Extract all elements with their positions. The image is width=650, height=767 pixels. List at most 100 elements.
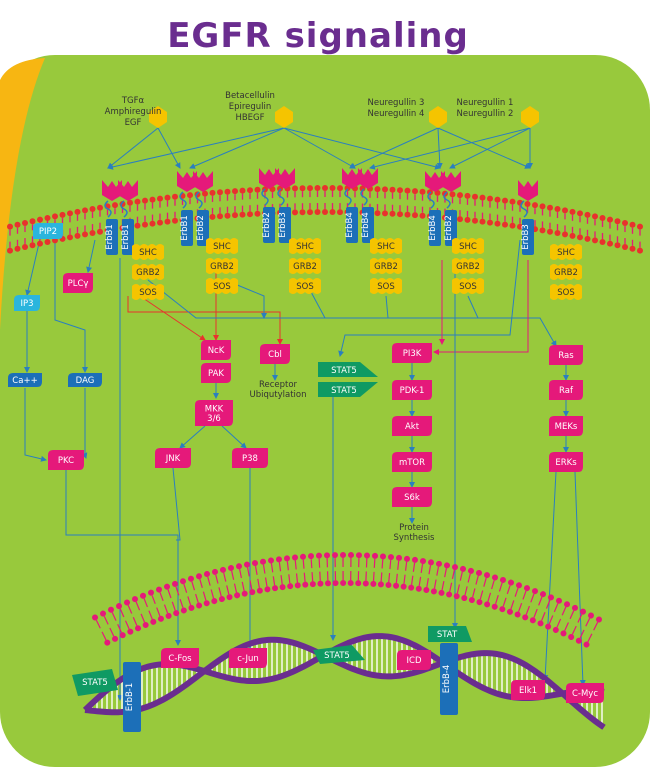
receptor-body — [522, 219, 534, 255]
nuclear-lipid — [124, 599, 142, 632]
nuclear-lipid — [164, 583, 180, 617]
raf-node-label: Raf — [559, 386, 574, 396]
nuclear-lipid — [300, 553, 309, 588]
membrane-head — [547, 228, 553, 235]
nuclear-lipid — [172, 580, 187, 614]
membrane-head — [14, 221, 21, 228]
membrane-head — [637, 247, 643, 254]
icd-node-label: ICD — [407, 656, 422, 666]
membrane-head — [52, 213, 58, 220]
ligand-arrow — [283, 127, 356, 169]
nck-node-label: NcK — [208, 346, 225, 356]
dag-node — [68, 373, 102, 387]
membrane-head — [202, 190, 208, 197]
nuclear-lipid — [188, 575, 203, 609]
adaptor-grb2-label: GRB2 — [293, 262, 317, 272]
membrane-head — [22, 244, 28, 251]
nuclear-lipid — [522, 588, 538, 621]
sos-to-ras — [147, 279, 557, 347]
adaptor-grb2 — [370, 258, 402, 274]
membrane-head — [89, 206, 96, 213]
membrane-head — [217, 189, 223, 196]
membrane-head — [277, 185, 283, 192]
nuclear-lipid — [284, 555, 294, 590]
erbb1-label: ErbB-1 — [125, 683, 135, 712]
membrane-head — [7, 247, 13, 254]
membrane-head — [239, 187, 246, 194]
adaptor-shc-label: SHC — [377, 242, 395, 252]
membrane-head — [584, 235, 591, 242]
dna-strand — [84, 636, 606, 730]
pdk1-node — [392, 380, 432, 400]
membrane-head — [502, 221, 508, 228]
membrane-head — [89, 230, 96, 237]
adaptor-shc-label: SHC — [557, 248, 575, 258]
nuclear-lipid — [276, 556, 286, 591]
receptor-coil — [443, 191, 451, 209]
membrane-head — [502, 197, 508, 204]
ligand-label: Neuregullin 1 — [457, 98, 514, 108]
adaptor-sos — [370, 278, 402, 294]
background-panel — [0, 55, 650, 767]
membrane-head — [299, 185, 306, 192]
raf-node — [549, 380, 583, 400]
nuclear-lipid — [92, 614, 111, 646]
receptor-to-stat5 — [338, 239, 521, 357]
shc-to-nck — [139, 295, 206, 341]
receptor-body — [429, 210, 441, 246]
membrane-head — [599, 214, 606, 221]
membrane-head — [172, 217, 178, 224]
membrane-head — [562, 207, 568, 214]
mkk-to-jnk — [179, 425, 206, 449]
adaptor-grb2-label: GRB2 — [136, 268, 160, 278]
membrane-head — [487, 195, 493, 202]
stat5-left-label: STAT5 — [82, 678, 108, 688]
erbb4-label: ErbB-4 — [442, 665, 452, 694]
ligand-hexagon-3 — [429, 106, 447, 128]
receptor-body — [445, 210, 457, 246]
nuclear-lipid — [385, 554, 394, 589]
stat5-mid-label: STAT5 — [324, 651, 350, 661]
nuclear-lipid — [116, 603, 134, 635]
membrane-head — [224, 212, 231, 219]
ligand-arrow — [349, 127, 439, 169]
membrane-head — [134, 222, 141, 229]
akt-node-label: Akt — [405, 422, 420, 432]
membrane-head — [404, 211, 411, 218]
nuclear-lipid — [156, 586, 172, 619]
adaptor-shc — [206, 238, 238, 254]
membrane-head — [97, 204, 103, 211]
membrane-head — [404, 187, 411, 194]
receptor-label: ErbB2 — [444, 215, 454, 241]
receptor-body — [279, 207, 291, 243]
adaptor-shc — [452, 238, 484, 254]
orange-accent — [0, 58, 45, 330]
membrane-head — [607, 216, 613, 223]
ligand-hexagon-2 — [275, 106, 293, 128]
membrane-head — [217, 213, 223, 220]
ligand-label: TGFα — [121, 96, 145, 106]
membrane-head — [314, 185, 321, 192]
membrane-head — [479, 194, 486, 201]
membrane-head — [142, 197, 148, 204]
nuclear-lipid — [461, 567, 474, 602]
membrane-head — [494, 196, 501, 203]
ligand-arrow — [283, 127, 441, 170]
s6k-node — [392, 487, 432, 507]
membrane-head — [419, 212, 426, 219]
receptor-to-plcg — [86, 239, 96, 273]
stat5-bottom-label: STAT5 — [331, 386, 357, 396]
nuclear-lipid — [370, 552, 378, 587]
membrane-head — [322, 209, 328, 215]
ligand-label: HBEGF — [235, 113, 264, 123]
nuclear-lipid — [316, 552, 324, 587]
sos-line-4 — [467, 295, 479, 319]
nuclear-lipid — [332, 552, 339, 587]
nck-node — [201, 340, 231, 360]
pi3k-node — [392, 343, 432, 363]
nuclear-lipid — [355, 552, 362, 587]
membrane-head — [134, 198, 141, 205]
ligand-label: Neuregullin 3 — [368, 98, 425, 108]
